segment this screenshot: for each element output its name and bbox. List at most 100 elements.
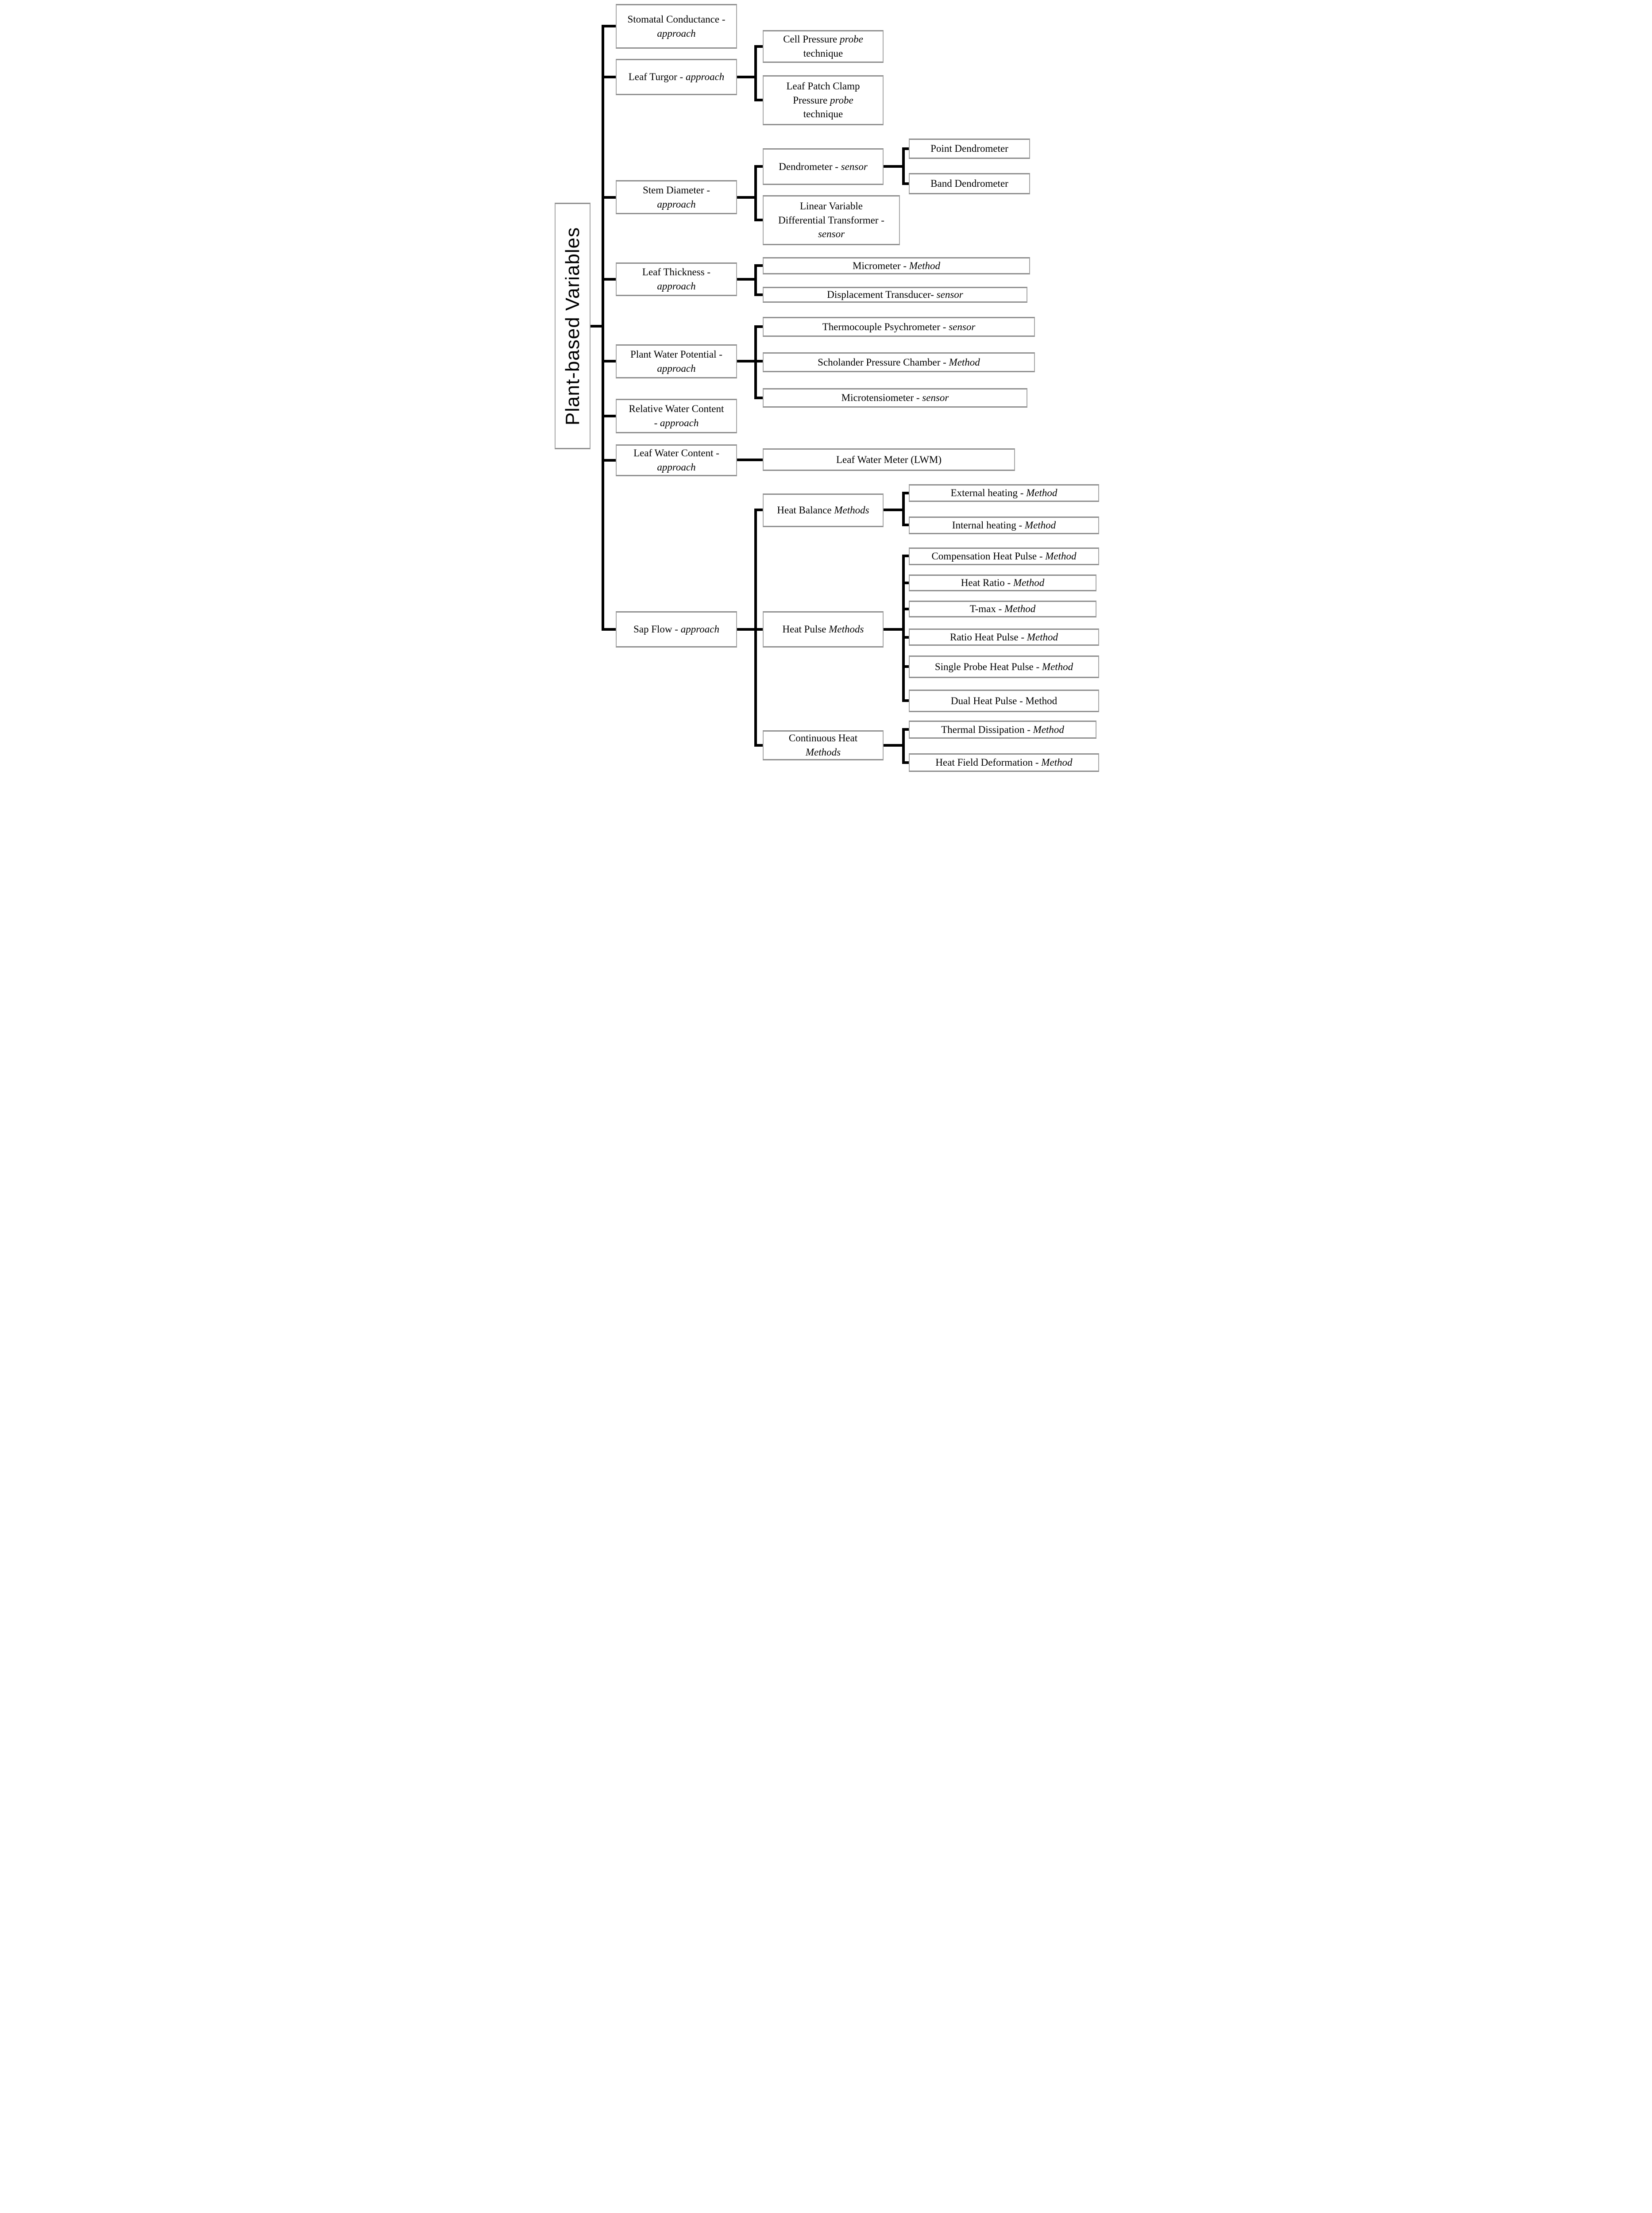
- connector-stub-stem-diameter: [602, 196, 617, 199]
- connector-feeder-continuous-heat: [884, 744, 905, 747]
- connector-stub-leaf-turgor: [602, 76, 617, 78]
- node-dendrometer: Dendrometer - sensor: [763, 148, 884, 185]
- node-label: Sap Flow - approach: [633, 624, 719, 635]
- connector-stub-leaf-water-content: [602, 459, 617, 462]
- node-thermal-dissipation: Thermal Dissipation - Method: [909, 721, 1096, 739]
- node-cell-pressure-probe: Cell Pressure probe technique: [763, 30, 884, 63]
- node-label: Linear Variable Differential Transformer…: [778, 200, 884, 240]
- connector-stub-point-dendrometer: [902, 147, 911, 150]
- connector-trunk-heat-pulse-group: [902, 555, 905, 702]
- connector-stub-plant-water-potential: [602, 360, 617, 362]
- connector-trunk-sap-flow-group: [754, 509, 757, 747]
- connector-stub-stomatal: [602, 25, 617, 27]
- connector-stub-thermal-dissipation: [902, 728, 911, 731]
- node-heat-field-deformation: Heat Field Deformation - Method: [909, 753, 1099, 772]
- node-label: Cell Pressure probe technique: [783, 34, 863, 59]
- connector-stub-single-probe: [902, 665, 911, 668]
- node-label: Leaf Patch Clamp Pressure probe techniqu…: [786, 80, 860, 120]
- connector-stub-compensation: [902, 555, 911, 557]
- tree-diagram: Plant-based Variables Stomatal Conductan…: [551, 0, 1101, 776]
- node-plant-water-potential: Plant Water Potential - approach: [616, 344, 737, 378]
- connector-feeder-heat-balance: [884, 509, 905, 511]
- node-label: Micrometer - Method: [853, 260, 940, 271]
- node-label: Heat Ratio - Method: [961, 577, 1045, 589]
- connector-root-stub: [591, 325, 604, 328]
- node-label: Thermocouple Psychrometer - sensor: [822, 321, 976, 332]
- connector-stub-continuous-heat: [754, 744, 765, 747]
- node-stem-diameter: Stem Diameter - approach: [616, 180, 737, 214]
- node-label: Plant Water Potential - approach: [630, 348, 722, 374]
- node-label: Scholander Pressure Chamber - Method: [818, 356, 980, 368]
- node-band-dendrometer: Band Dendrometer: [909, 173, 1030, 194]
- node-label: Compensation Heat Pulse - Method: [931, 551, 1077, 562]
- node-label: Heat Pulse Methods: [782, 624, 864, 635]
- node-label: Microtensiometer - sensor: [841, 392, 949, 404]
- connector-trunk-level1: [602, 25, 604, 631]
- node-label: Dual Heat Pulse - Method: [950, 695, 1058, 706]
- node-internal-heating: Internal heating - Method: [909, 517, 1099, 534]
- node-stomatal-conductance: Stomatal Conductance - approach: [616, 4, 737, 49]
- connector-stub-ratio-heat-pulse: [902, 636, 911, 639]
- connector-trunk-continuous-heat-group: [902, 728, 905, 764]
- connector-trunk-leaf-thickness-group: [754, 264, 757, 296]
- connector-stub-dendrometer: [754, 165, 765, 168]
- node-micrometer: Micrometer - Method: [763, 257, 1030, 274]
- node-sap-flow: Sap Flow - approach: [616, 611, 737, 648]
- connector-stub-microtensiometer: [754, 397, 765, 399]
- node-external-heating: External heating - Method: [909, 484, 1099, 502]
- node-label: Leaf Turgor - approach: [628, 71, 725, 83]
- node-scholander-pressure-chamber: Scholander Pressure Chamber - Method: [763, 352, 1035, 372]
- node-leaf-water-content: Leaf Water Content - approach: [616, 444, 737, 476]
- connector-stub-internal-heating: [902, 524, 911, 526]
- connector-trunk-stem-group: [754, 165, 757, 221]
- node-label: Thermal Dissipation - Method: [941, 724, 1064, 735]
- node-dual-heat-pulse: Dual Heat Pulse - Method: [909, 690, 1099, 712]
- node-lvdt: Linear Variable Differential Transformer…: [763, 195, 900, 245]
- connector-stub-displacement-transducer: [754, 293, 765, 296]
- connector-feeder-dendrometer: [884, 165, 905, 168]
- connector-stub-relative-water-content: [602, 415, 617, 417]
- node-label: Leaf Thickness - approach: [642, 266, 711, 292]
- node-label: Dendrometer - sensor: [779, 161, 868, 172]
- root-label: Plant-based Variables: [561, 227, 583, 425]
- connector-feeder-leaf-water-meter: [737, 459, 763, 461]
- connector-stub-leaf-patch: [754, 99, 765, 101]
- connector-stub-t-max: [902, 608, 911, 610]
- node-heat-pulse-methods: Heat Pulse Methods: [763, 611, 884, 648]
- connector-stub-lvdt: [754, 219, 765, 221]
- node-label: Displacement Transducer- sensor: [827, 289, 963, 301]
- connector-trunk-leaf-turgor-group: [754, 45, 757, 101]
- connector-stub-dual-heat-pulse: [902, 699, 911, 702]
- node-label: External heating - Method: [950, 487, 1058, 499]
- node-microtensiometer: Microtensiometer - sensor: [763, 388, 1027, 408]
- node-point-dendrometer: Point Dendrometer: [909, 139, 1030, 159]
- node-compensation-heat-pulse: Compensation Heat Pulse - Method: [909, 547, 1099, 565]
- node-plant-based-variables: Plant-based Variables: [555, 203, 591, 449]
- node-continuous-heat-methods: Continuous Heat Methods: [763, 730, 884, 760]
- connector-stub-sap-flow: [602, 628, 617, 631]
- node-label: Heat Field Deformation - Method: [935, 757, 1073, 768]
- connector-trunk-dendrometer-group: [902, 147, 905, 185]
- node-label: T-max - Method: [969, 603, 1036, 615]
- node-label: Stem Diameter - approach: [642, 184, 710, 210]
- node-leaf-patch-clamp: Leaf Patch Clamp Pressure probe techniqu…: [763, 75, 884, 125]
- node-label: Leaf Water Meter (LWM): [836, 454, 942, 465]
- connector-stub-thermocouple: [754, 325, 765, 328]
- connector-feeder-plant-water-potential: [737, 360, 763, 362]
- connector-stub-external-heating: [902, 492, 911, 494]
- connector-stub-heat-balance: [754, 509, 765, 511]
- node-label: Heat Balance Methods: [777, 505, 869, 516]
- node-heat-balance-methods: Heat Balance Methods: [763, 493, 884, 527]
- node-t-max: T-max - Method: [909, 601, 1096, 617]
- connector-stub-band-dendrometer: [902, 182, 911, 185]
- connector-feeder-sap-flow: [737, 628, 763, 631]
- connector-feeder-heat-pulse: [884, 628, 905, 631]
- connector-stub-heat-ratio: [902, 582, 911, 584]
- connector-trunk-pwp-group: [754, 325, 757, 399]
- node-leaf-thickness: Leaf Thickness - approach: [616, 262, 737, 296]
- connector-feeder-leaf-thickness: [737, 278, 757, 281]
- connector-stub-micrometer: [754, 264, 765, 267]
- node-label: Stomatal Conductance - approach: [627, 13, 726, 39]
- node-label: Relative Water Content - approach: [629, 403, 724, 428]
- node-label: Leaf Water Content - approach: [633, 447, 719, 473]
